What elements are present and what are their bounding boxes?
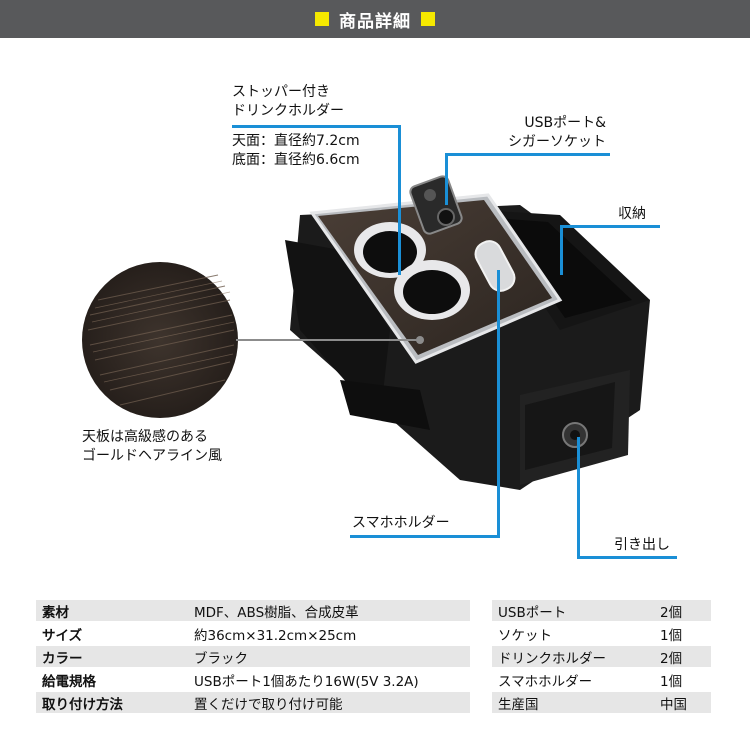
spec-row: ドリンクホルダー 2個 bbox=[492, 646, 711, 667]
side-tray bbox=[285, 240, 390, 420]
drink-holder-title-1: ストッパー付き bbox=[232, 84, 330, 100]
drawer-pointer-v bbox=[577, 437, 580, 559]
spec-value: 1個 bbox=[660, 673, 683, 690]
header-title-wrap: 商品詳細 bbox=[0, 0, 750, 38]
specs-right-table: USBポート 2個 ソケット 1個 ドリンクホルダー 2個 スマホホルダー 1個… bbox=[492, 598, 711, 715]
spec-key: 生産国 bbox=[492, 692, 654, 713]
usb-port-icon bbox=[424, 189, 436, 201]
storage-callout: 収納 bbox=[618, 206, 646, 222]
page-title: 商品詳細 bbox=[339, 11, 411, 32]
spec-value: USBポート1個あたり16W(5V 3.2A) bbox=[194, 673, 419, 690]
spec-value: 2個 bbox=[654, 600, 711, 621]
drink-holder-pointer-h bbox=[232, 125, 401, 128]
drawer-callout: 引き出し bbox=[614, 537, 670, 553]
phone-holder-callout: スマホホルダー bbox=[352, 515, 450, 531]
spec-key: ソケット bbox=[498, 627, 552, 644]
storage-pointer-v bbox=[560, 225, 563, 275]
spec-key: サイズ bbox=[42, 627, 83, 644]
header-bar: 商品詳細 bbox=[0, 0, 750, 38]
top-panel-line-1: 天板は高級感のある bbox=[82, 429, 208, 445]
phone-holder-slot bbox=[474, 240, 516, 292]
spec-key: USBポート bbox=[492, 600, 654, 621]
wood-grain-closeup bbox=[82, 262, 238, 418]
usb-callout: USBポート& シガーソケット bbox=[508, 114, 606, 152]
spec-row: サイズ 約36cm×31.2cm×25cm bbox=[36, 623, 470, 644]
spec-value: 約36cm×31.2cm×25cm bbox=[194, 627, 357, 644]
spec-key: スマホホルダー bbox=[498, 673, 593, 690]
header-left-square-icon bbox=[315, 12, 329, 26]
usb-title-1: USBポート& bbox=[524, 115, 606, 131]
drink-holder-pointer-v bbox=[398, 125, 401, 275]
usb-pointer-v bbox=[445, 153, 448, 205]
spec-value: MDF、ABS樹脂、合成皮革 bbox=[188, 600, 470, 621]
top-panel-line-2: ゴールドヘアライン風 bbox=[82, 448, 222, 464]
spec-key: カラー bbox=[36, 646, 188, 667]
drawer-pointer-h bbox=[577, 556, 677, 559]
spec-value: 中国 bbox=[654, 692, 711, 713]
usb-title-2: シガーソケット bbox=[508, 134, 606, 150]
product-illustration bbox=[82, 175, 650, 490]
spec-row: 生産国 中国 bbox=[492, 692, 711, 713]
specs-left-table: 素材 MDF、ABS樹脂、合成皮革 サイズ 約36cm×31.2cm×25cm … bbox=[36, 598, 470, 715]
drink-holder-title-2: ドリンクホルダー bbox=[232, 103, 344, 119]
spec-value: 置くだけで取り付け可能 bbox=[188, 692, 470, 713]
diameter-bottom: 底面：直径約6.6cm bbox=[232, 152, 360, 168]
diameter-callout: 天面：直径約7.2cm 底面：直径約6.6cm bbox=[232, 132, 360, 170]
spec-row: 取り付け方法 置くだけで取り付け可能 bbox=[36, 692, 470, 713]
spec-key: 素材 bbox=[36, 600, 188, 621]
spec-key: ドリンクホルダー bbox=[492, 646, 654, 667]
phone-holder-pointer-h bbox=[350, 535, 500, 538]
spec-row: 給電規格 USBポート1個あたり16W(5V 3.2A) bbox=[36, 669, 470, 690]
spec-row: ソケット 1個 bbox=[492, 623, 711, 644]
spec-key: 取り付け方法 bbox=[36, 692, 188, 713]
phone-holder-pointer-v bbox=[497, 270, 500, 538]
spec-row: USBポート 2個 bbox=[492, 600, 711, 621]
drink-holder-callout: ストッパー付き ドリンクホルダー bbox=[232, 83, 344, 121]
spec-value: ブラック bbox=[188, 646, 470, 667]
spec-key: 給電規格 bbox=[42, 673, 96, 690]
spec-row: スマホホルダー 1個 bbox=[492, 669, 711, 690]
spec-row: 素材 MDF、ABS樹脂、合成皮革 bbox=[36, 600, 470, 621]
spec-row: カラー ブラック bbox=[36, 646, 470, 667]
storage-pointer-h bbox=[560, 225, 660, 228]
socket-icon bbox=[437, 208, 455, 226]
usb-pointer-h bbox=[445, 153, 610, 156]
spec-value: 1個 bbox=[660, 627, 683, 644]
top-panel-callout: 天板は高級感のある ゴールドヘアライン風 bbox=[82, 428, 222, 466]
spec-value: 2個 bbox=[654, 646, 711, 667]
header-right-square-icon bbox=[421, 12, 435, 26]
diameter-top: 天面：直径約7.2cm bbox=[232, 133, 360, 149]
